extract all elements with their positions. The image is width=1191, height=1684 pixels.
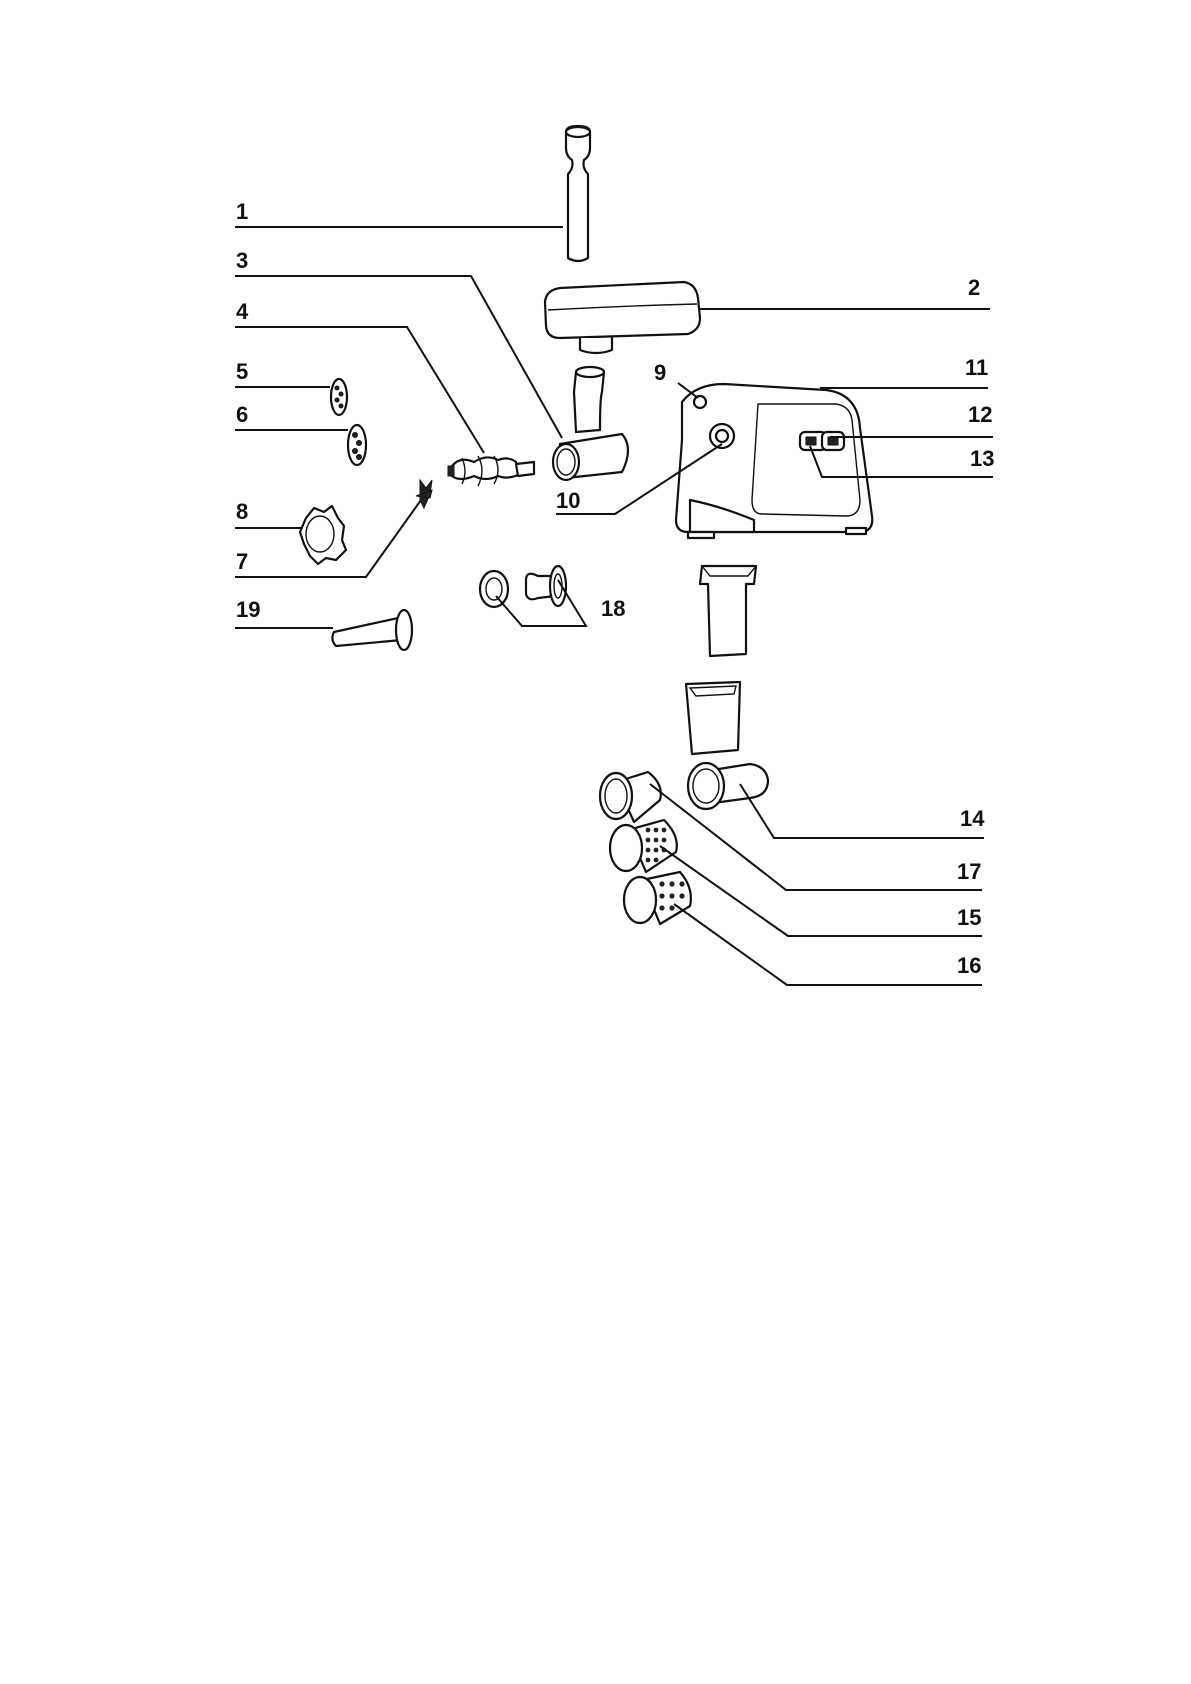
callout-3: 3 bbox=[236, 248, 248, 273]
leader-14 bbox=[740, 784, 984, 838]
sausage-nozzle bbox=[332, 610, 412, 650]
leader-3 bbox=[235, 276, 562, 438]
cutting-plate-fine bbox=[331, 379, 347, 415]
callout-1: 1 bbox=[236, 199, 248, 224]
leader-16 bbox=[674, 904, 982, 985]
motor-housing bbox=[676, 384, 872, 538]
callout-14: 14 bbox=[960, 806, 985, 831]
callout-2: 2 bbox=[968, 275, 980, 300]
callout-15: 15 bbox=[957, 905, 981, 930]
callout-19: 19 bbox=[236, 597, 260, 622]
kibbeh-shaper bbox=[526, 566, 566, 606]
callout-7: 7 bbox=[236, 549, 248, 574]
slicer-pusher bbox=[700, 566, 756, 656]
shredding-drum-coarse bbox=[610, 820, 677, 872]
shredding-drum-fine bbox=[624, 872, 691, 924]
callout-6: 6 bbox=[236, 402, 248, 427]
callout-8: 8 bbox=[236, 499, 248, 524]
mincing-head bbox=[553, 367, 628, 480]
callout-5: 5 bbox=[236, 359, 248, 384]
feeding-tray bbox=[545, 282, 700, 353]
slicer-head bbox=[686, 682, 768, 809]
kibbeh-cone bbox=[480, 571, 508, 607]
callout-11: 11 bbox=[965, 355, 988, 380]
callout-12: 12 bbox=[968, 402, 992, 427]
cutting-plate-coarse bbox=[348, 425, 366, 465]
ring-nut bbox=[300, 506, 346, 564]
callout-17: 17 bbox=[957, 859, 981, 884]
callout-4: 4 bbox=[236, 299, 249, 324]
food-pusher bbox=[566, 126, 590, 261]
auger-screw bbox=[448, 456, 534, 486]
callout-10: 10 bbox=[556, 488, 580, 513]
callout-13: 13 bbox=[970, 446, 994, 471]
callout-9: 9 bbox=[654, 360, 666, 385]
callout-18: 18 bbox=[601, 596, 625, 621]
slicing-drum bbox=[600, 772, 661, 822]
callout-16: 16 bbox=[957, 953, 981, 978]
